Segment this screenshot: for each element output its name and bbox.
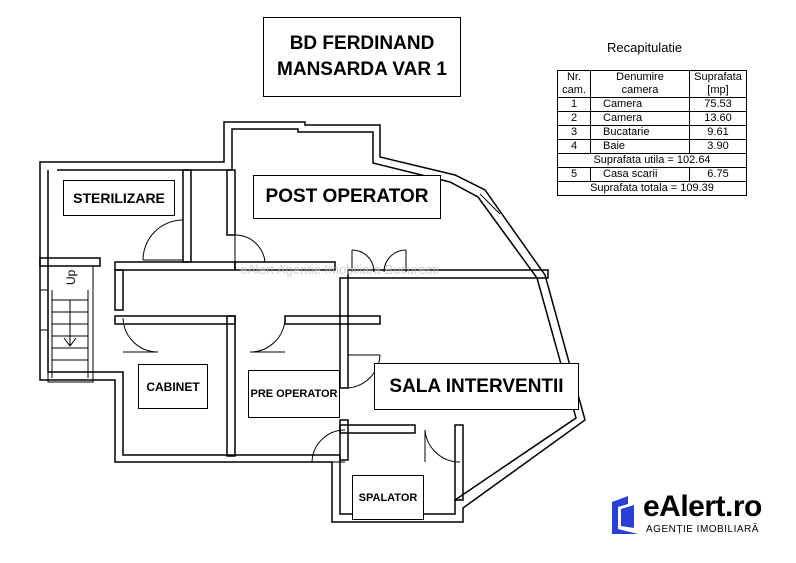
sum-utila-row: Suprafata utila = 102.64 (557, 153, 747, 168)
room-label-sterilizare: STERILIZARE (63, 180, 175, 216)
interior-wall (39, 169, 549, 501)
watermark: eAlert Agentie Imobiliara Bucuresti (240, 262, 439, 277)
row-area: 13.60 (689, 111, 747, 126)
recap-table: Nr. cam. Denumire camera Suprafata [mp] … (557, 70, 747, 196)
sum-totala: Suprafata totala = 109.39 (557, 181, 747, 196)
sum-totala-row: Suprafata totala = 109.39 (557, 181, 747, 196)
room-label-pre-operator: PRE OPERATOR (248, 370, 340, 418)
plan-title: BD FERDINAND (289, 33, 435, 54)
plan-title-box: BD FERDINAND MANSARDA VAR 1 (263, 17, 461, 97)
table-row: 2 Camera 13.60 (557, 111, 747, 126)
table-row: 4 Baie 3.90 (557, 139, 747, 154)
recap-header-row: Nr. cam. Denumire camera Suprafata [mp] (557, 70, 747, 98)
room-label-sala-interventii: SALA INTERVENTII (374, 363, 579, 410)
table-row: 3 Bucatarie 9.61 (557, 125, 747, 140)
logo-mark-icon (612, 496, 638, 534)
header-area: Suprafata [mp] (689, 70, 747, 98)
row-area: 75.53 (689, 97, 747, 112)
plan-subtitle: MANSARDA VAR 1 (277, 59, 447, 80)
staircase (47, 265, 94, 383)
recap-title: Recapitulatie (607, 40, 683, 55)
room-label-post-operator: POST OPERATOR (253, 175, 441, 219)
window-marks (40, 161, 501, 331)
logo-name: eAlert.ro (643, 490, 762, 523)
room-label-cabinet: CABINET (138, 364, 208, 409)
door-swing (122, 219, 461, 463)
header-nr: Nr. cam. (557, 70, 591, 98)
stair-up-label: Up (64, 269, 78, 285)
room-label-spalator: SPALATOR (352, 475, 424, 520)
row-area: 3.90 (689, 139, 747, 154)
sum-utila: Suprafata utila = 102.64 (557, 153, 747, 168)
logo-tagline: AGENȚIE IMOBILIARĂ (646, 524, 759, 535)
